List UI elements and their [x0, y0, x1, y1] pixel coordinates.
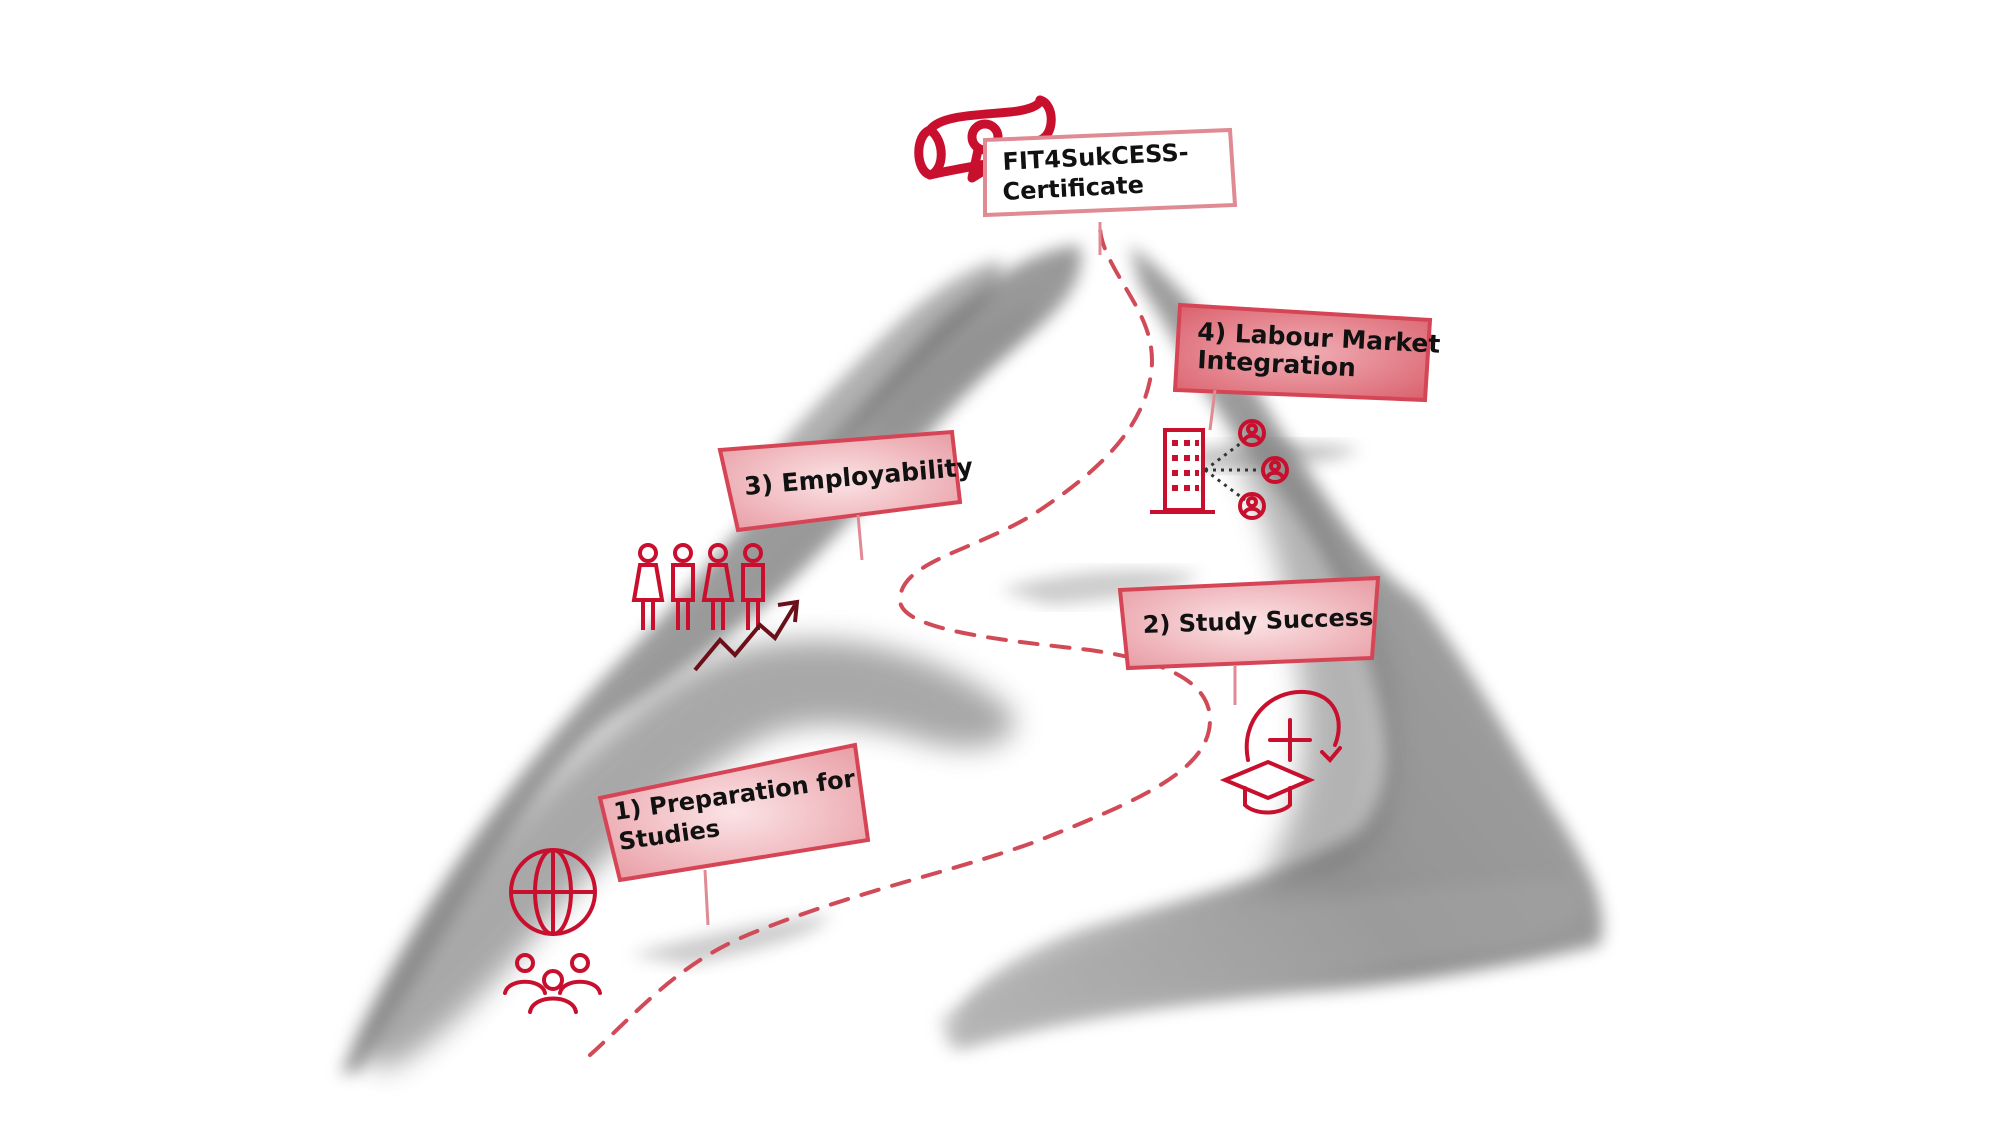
- stage-4-labour-market: 4) Labour Market Integration: [1150, 302, 1441, 520]
- mountain-lower-ledge: [630, 915, 830, 965]
- group-of-people-icon: [503, 953, 602, 1014]
- mountain-left-upper: [760, 260, 1002, 470]
- building-network-icon: [1150, 419, 1289, 520]
- mountain-right-ridge: [956, 245, 1603, 1050]
- growth-arrow-icon: [693, 599, 800, 672]
- stage-3-employability: 3) Employability: [631, 429, 974, 672]
- graduation-cap-plus-icon: [1219, 689, 1342, 815]
- people-growth-icon: [631, 543, 800, 672]
- person-node-icon: [1238, 419, 1266, 447]
- globe-icon: [509, 848, 597, 936]
- journey-path: [588, 223, 1213, 1057]
- person-node-icon: [1261, 456, 1289, 484]
- woman-figure-icon: [701, 543, 735, 630]
- mountain-left-streak: [880, 300, 1040, 440]
- goal-certificate-group: FIT4SukCESS- Certificate: [914, 95, 1238, 255]
- mountain-right-foot: [940, 880, 1586, 1050]
- woman-figure-icon: [631, 543, 665, 630]
- man-figure-icon: [671, 543, 695, 630]
- person-node-icon: [1238, 492, 1266, 520]
- goal-sign: FIT4SukCESS- Certificate: [983, 127, 1238, 255]
- mountain-ledge-right: [1000, 570, 1200, 605]
- stage-1-preparation: 1) Preparation for Studies: [503, 742, 871, 1014]
- mountain-left-shadow: [360, 640, 1015, 1070]
- stage-2-study-success: 2) Study Success: [1117, 575, 1381, 815]
